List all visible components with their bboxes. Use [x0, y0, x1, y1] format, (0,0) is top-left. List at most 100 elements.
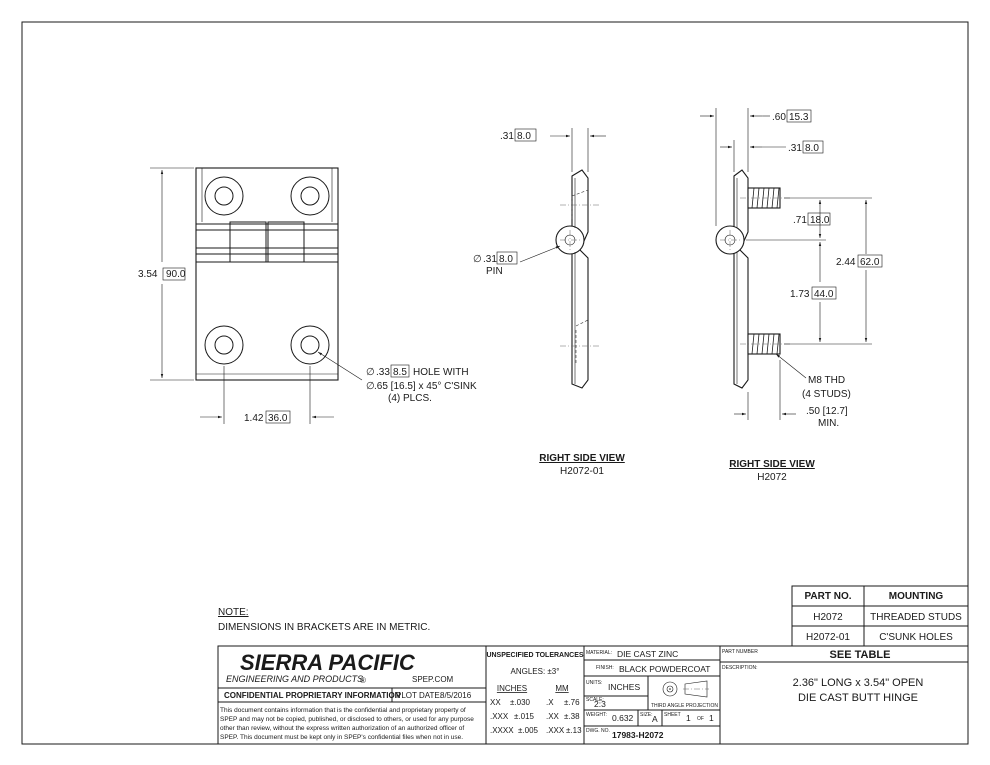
tol-cell: ±.030 — [510, 698, 531, 707]
overall-depth-dimension-mm: 15.3 — [789, 112, 809, 123]
tol-cell: .XXXX — [490, 726, 514, 735]
material-value: DIE CAST ZINC — [617, 649, 678, 659]
tol-cell: XX — [490, 698, 501, 707]
tol-cell: .XX — [546, 712, 560, 721]
stud-offset-dimension: 1.73 — [790, 289, 810, 300]
thickness-dimension-mm: 8.0 — [805, 143, 819, 154]
registered-mark: ® — [360, 676, 366, 685]
inches-header: INCHES — [497, 684, 527, 693]
dia-symbol: ∅ — [473, 254, 482, 265]
hinge-pin-knuckle — [555, 225, 585, 255]
thickness-dimension-mm: 8.0 — [517, 131, 531, 142]
weight-label: WEIGHT: — [586, 712, 607, 718]
height-dimension: 3.54 — [138, 269, 158, 280]
hole-diameter-mm: 8.5 — [393, 367, 407, 378]
overall-depth-dimension: .60 — [772, 112, 786, 123]
stud-offset-dimension-mm: 44.0 — [814, 289, 834, 300]
pin-label: PIN — [486, 266, 503, 277]
plot-date: 8/5/2016 — [440, 691, 472, 700]
pin-diameter: .31 — [483, 254, 497, 265]
tol-cell: .XXX — [546, 726, 565, 735]
tol-cell: ±.015 — [514, 712, 535, 721]
angle-tolerance: ANGLES: ±3° — [511, 667, 560, 676]
confidential-text: SPEP. This document must be kept only in… — [220, 734, 463, 741]
view-part-number: H2072-01 — [560, 466, 604, 477]
countersunk-hole — [204, 325, 244, 365]
countersunk-hole — [290, 325, 330, 365]
hole-spacing-dimension-mm: 36.0 — [268, 413, 288, 424]
note-text: DIMENSIONS IN BRACKETS ARE IN METRIC. — [218, 622, 430, 633]
table-cell: H2072 — [813, 612, 843, 623]
right-side-view-h2072: .60 15.3 .31 8.0 .71 18.0 1.73 44.0 2.44… — [700, 108, 883, 483]
projection-label: THIRD ANGLE PROJECTION — [651, 703, 718, 709]
size-value: A — [652, 714, 658, 724]
view-title: RIGHT SIDE VIEW — [539, 453, 625, 464]
thread-label: M8 THD — [808, 375, 845, 386]
company-name: SIERRA PACIFIC — [240, 650, 416, 675]
dwg-number: 17983-H2072 — [612, 730, 664, 740]
sheet-total: 1 — [709, 713, 714, 723]
tol-cell: .X — [546, 698, 554, 707]
hole-note-text: HOLE WITH — [413, 367, 469, 378]
table-cell: C'SUNK HOLES — [879, 632, 953, 643]
mm-header: MM — [555, 684, 569, 693]
tol-cell: ±.38 — [564, 712, 580, 721]
dia-symbol: ∅ — [366, 381, 375, 392]
size-label: SIZE: — [640, 712, 653, 718]
sheet-label: SHEET — [664, 712, 681, 718]
stud-spacing-dimension-mm: 62.0 — [860, 257, 880, 268]
units-value: INCHES — [608, 682, 640, 692]
confidential-title: CONFIDENTIAL PROPRIETARY INFORMATION — [224, 691, 401, 700]
third-angle-projection-icon — [662, 680, 709, 698]
sheet-number: 1 — [686, 713, 691, 723]
plot-date-label: PLOT DATE: — [396, 691, 442, 700]
dwg-label: DWG. NO. — [586, 728, 610, 734]
finish-value: BLACK POWDERCOAT — [619, 664, 710, 674]
hinge-pin-knuckle — [715, 225, 745, 255]
confidential-text: SPEP and may not be copied, published, o… — [220, 716, 474, 723]
scale-value: 2:3 — [594, 699, 606, 709]
view-part-number: H2072 — [757, 472, 787, 483]
weight-value: 0.632 — [612, 713, 634, 723]
units-label: UNITS: — [586, 680, 602, 686]
tol-cell: .XXX — [490, 712, 509, 721]
finish-label: FINISH: — [596, 665, 614, 671]
countersunk-hole — [204, 176, 244, 216]
stud-length-dimension: .50 [12.7] — [806, 406, 848, 417]
description-line: DIE CAST BUTT HINGE — [798, 692, 918, 704]
tol-cell: ±.76 — [564, 698, 580, 707]
view-title: RIGHT SIDE VIEW — [729, 459, 815, 470]
material-label: MATERIAL: — [586, 650, 612, 656]
pin-diameter-mm: 8.0 — [499, 254, 513, 265]
scale-label: SCALE: — [586, 697, 604, 703]
dia-symbol: ∅ — [366, 367, 375, 378]
thickness-dimension: .31 — [788, 143, 802, 154]
confidential-text: other than review, without the express w… — [220, 725, 464, 732]
part-table: PART NO. MOUNTING H2072 THREADED STUDS H… — [791, 585, 969, 647]
front-view: 3.54 90.0 1.42 36.0 ∅ .33 8.5 HOLE WITH … — [138, 167, 477, 424]
part-number-value: SEE TABLE — [830, 649, 891, 661]
hinge-outline — [195, 167, 339, 381]
note-heading: NOTE: — [218, 607, 249, 618]
hole-spacing-dimension: 1.42 — [244, 413, 264, 424]
description-label: DESCRIPTION: — [722, 665, 758, 671]
table-cell: THREADED STUDS — [870, 612, 962, 623]
places-note: (4) PLCS. — [388, 393, 432, 404]
right-side-view-h2072-01: .31 8.0 ∅ .31 8.0 PIN RIGHT SIDE VIEW H2… — [473, 128, 625, 477]
pin-offset-dimension-mm: 18.0 — [810, 215, 830, 226]
company-subtitle: ENGINEERING AND PRODUCTS — [226, 674, 363, 684]
countersunk-hole — [290, 176, 330, 216]
confidential-text: This document contains information that … — [220, 707, 466, 714]
part-number-label: PART NUMBER — [722, 649, 758, 655]
height-dimension-mm: 90.0 — [166, 269, 186, 280]
tol-cell: ±.13 — [566, 726, 582, 735]
stud-spacing-dimension: 2.44 — [836, 257, 856, 268]
tol-cell: ±.005 — [518, 726, 539, 735]
company-website: SPEP.COM — [412, 675, 454, 684]
countersink-note: .65 [16.5] x 45° C'SINK — [374, 381, 477, 392]
table-header: PART NO. — [804, 591, 851, 602]
description-line: 2.36" LONG x 3.54" OPEN — [793, 677, 924, 689]
table-cell: H2072-01 — [806, 632, 850, 643]
pin-offset-dimension: .71 — [793, 215, 807, 226]
